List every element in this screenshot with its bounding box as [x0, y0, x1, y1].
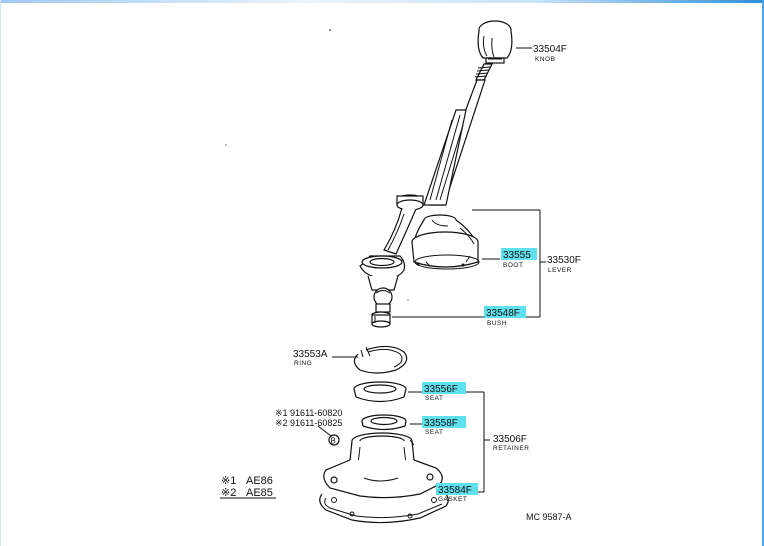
legend-model-2: AE85 — [246, 487, 273, 499]
snap-ring[interactable] — [353, 345, 408, 374]
bolt-line-1: ※1 91611-60820 — [275, 408, 342, 418]
label-knob[interactable]: 33504F KNOB — [533, 44, 567, 63]
label-seat-lower[interactable]: 33558F SEAT — [424, 418, 458, 436]
boot-part[interactable] — [411, 214, 480, 270]
right-accent-bar — [762, 0, 764, 546]
lever-number: 33530F — [547, 255, 581, 266]
label-gasket[interactable]: 33584F GASKET — [438, 485, 472, 503]
label-boot[interactable]: 33555 BOOT — [503, 250, 531, 269]
seat-lower[interactable] — [361, 414, 407, 431]
model-legend: ※1 AE86 ※2 AE85 — [220, 475, 276, 499]
boot-number: 33555 — [503, 250, 531, 261]
gasket-name: GASKET — [438, 496, 467, 503]
seat-lower-name: SEAT — [425, 429, 444, 436]
label-seat-upper[interactable]: 33556F SEAT — [424, 384, 458, 402]
knob-number: 33504F — [533, 44, 567, 55]
legend-mark-1: ※1 — [221, 475, 236, 487]
seat-lower-number: 33558F — [424, 418, 458, 429]
retainer-number: 33506F — [493, 434, 527, 445]
ring-name: RING — [294, 360, 312, 367]
seat-upper-number: 33556F — [424, 384, 458, 395]
retainer-part[interactable] — [323, 432, 443, 499]
diagram-code: MC 9587-A — [526, 512, 572, 522]
left-accent-bar — [0, 0, 1, 546]
seat-upper[interactable] — [353, 381, 407, 403]
legend-model-1: AE86 — [246, 475, 273, 487]
ring-number: 33553A — [293, 349, 328, 360]
bush-number: 33548F — [486, 308, 520, 319]
top-accent-bar — [0, 0, 764, 3]
label-bolts[interactable]: ※1 91611-60820 ※2 91611-60825 — [275, 408, 342, 428]
seat-upper-name: SEAT — [425, 395, 444, 402]
label-ring[interactable]: 33553A RING — [293, 349, 328, 367]
label-lever[interactable]: 33530F LEVER — [547, 255, 581, 274]
knob-name: KNOB — [535, 56, 555, 63]
part-number-highlights — [422, 248, 537, 495]
legend-mark-2: ※2 — [221, 487, 236, 499]
bolt-callout-letter: B — [331, 437, 337, 446]
boot-name: BOOT — [503, 262, 523, 269]
lever-name: LEVER — [548, 267, 572, 274]
bush-name: BUSH — [487, 320, 507, 327]
lever-thread — [474, 63, 493, 81]
bolt-callout[interactable]: B — [317, 425, 340, 446]
bolt-line-2: ※2 91611-60825 — [275, 418, 342, 428]
gasket-part[interactable] — [319, 489, 449, 524]
label-retainer[interactable]: 33506F RETAINER — [493, 434, 529, 452]
label-bush[interactable]: 33548F BUSH — [486, 308, 520, 327]
retainer-name: RETAINER — [493, 445, 529, 452]
shift-lever[interactable] — [359, 79, 486, 313]
bush-part[interactable] — [371, 311, 391, 328]
gasket-number: 33584F — [438, 485, 472, 496]
shift-knob[interactable] — [477, 20, 513, 64]
scan-specks — [225, 29, 409, 301]
